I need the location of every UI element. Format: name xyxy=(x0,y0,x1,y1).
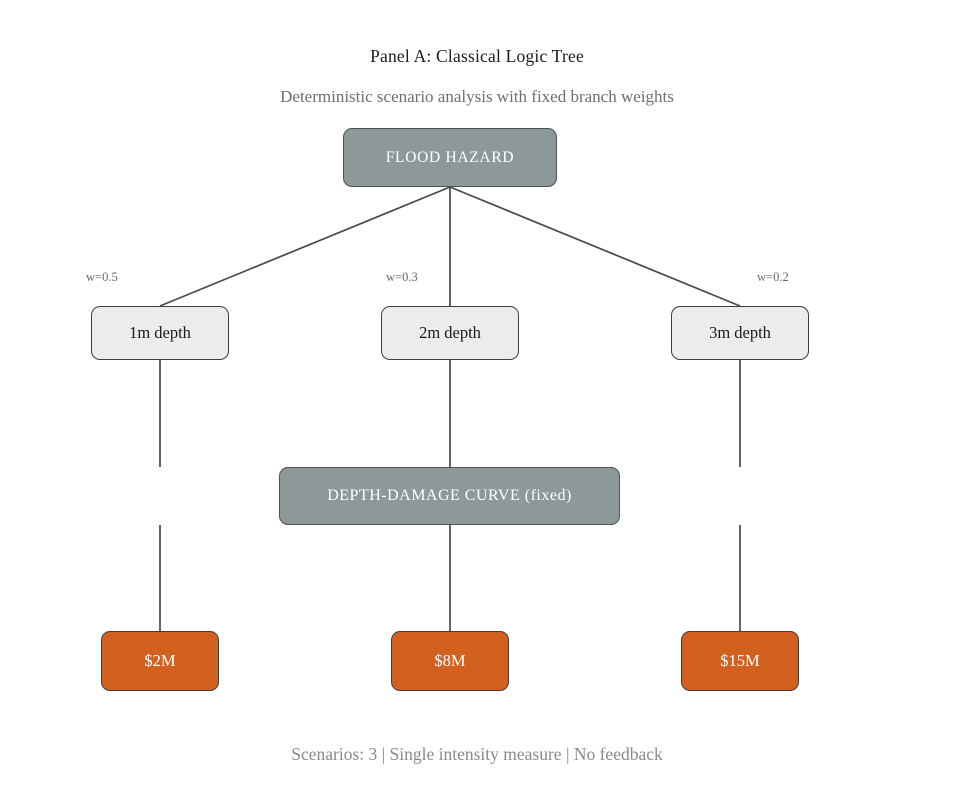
node-branch-1[interactable]: 1m depth xyxy=(91,306,229,360)
footer-caption: Scenarios: 3 | Single intensity measure … xyxy=(291,744,663,764)
weight-label-2: w=0.3 xyxy=(386,270,418,284)
weight-label-3: w=0.2 xyxy=(757,270,789,284)
edge-root-to-3m xyxy=(449,186,741,307)
node-label: 1m depth xyxy=(129,322,191,342)
node-branch-3[interactable]: 3m depth xyxy=(671,306,809,360)
node-label: 2m depth xyxy=(419,322,481,342)
node-label: FLOOD HAZARD xyxy=(385,148,515,166)
page-subtitle: Deterministic scenario analysis with fix… xyxy=(280,87,674,106)
node-branch-2[interactable]: 2m depth xyxy=(381,306,519,360)
node-depth-damage-curve[interactable]: DEPTH-DAMAGE CURVE (fixed) xyxy=(279,467,620,525)
node-label: 3m depth xyxy=(709,322,771,342)
node-loss-2[interactable]: $8M xyxy=(391,631,509,691)
node-flood-hazard[interactable]: FLOOD HAZARD xyxy=(343,128,557,187)
node-loss-1[interactable]: $2M xyxy=(101,631,219,691)
node-label: $15M xyxy=(720,650,760,670)
edge-root-to-1m xyxy=(159,186,451,307)
node-label: $8M xyxy=(434,650,466,670)
weight-label-1: w=0.5 xyxy=(86,270,118,284)
node-loss-3[interactable]: $15M xyxy=(681,631,799,691)
node-label: DEPTH-DAMAGE CURVE (fixed) xyxy=(327,487,572,505)
page-title: Panel A: Classical Logic Tree xyxy=(370,46,584,66)
node-label: $2M xyxy=(144,650,176,670)
